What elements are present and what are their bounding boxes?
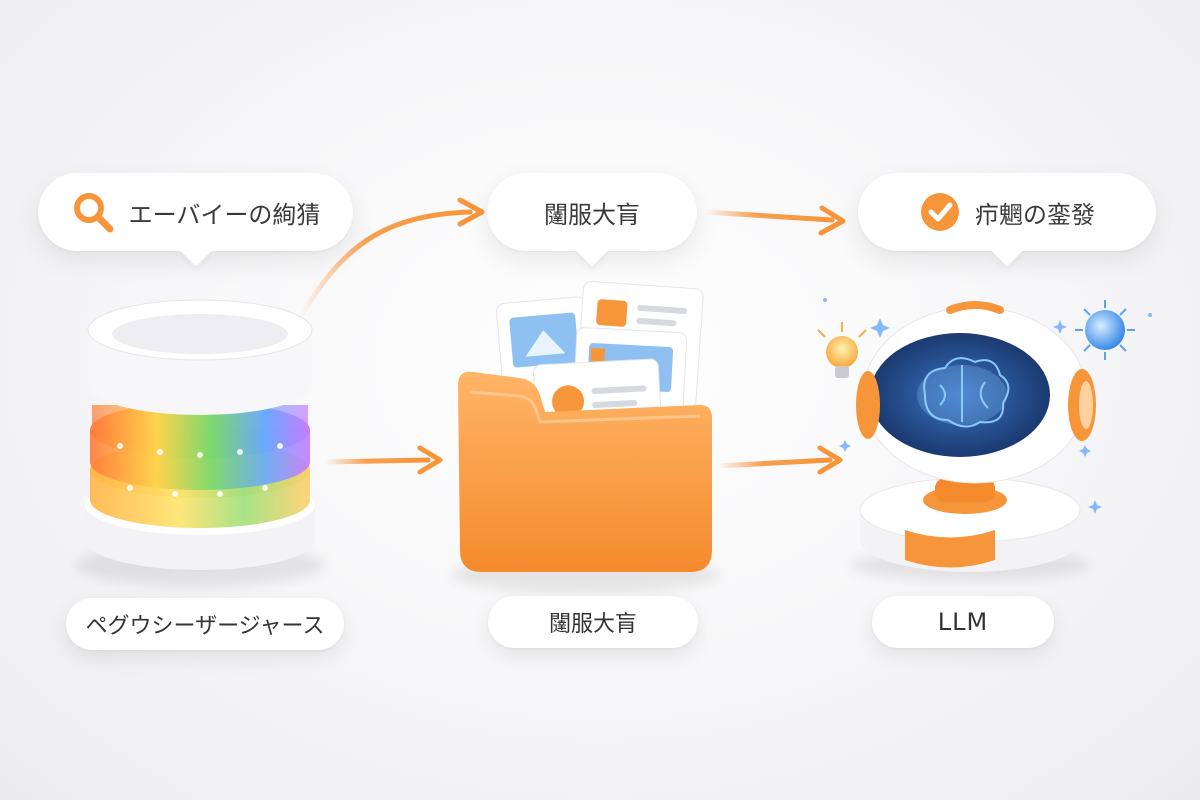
arrowhead-1 <box>457 197 485 227</box>
step2-bubble: 闥服大肓 <box>487 173 697 251</box>
arrowhead-3 <box>417 445 443 475</box>
glowing-orb-icon <box>1075 300 1135 360</box>
step1-bubble: エーバイーの絢猜 <box>38 173 353 251</box>
arrow-db-to-folder <box>322 457 431 465</box>
arrow-db-to-top <box>297 209 473 321</box>
search-icon <box>71 190 115 234</box>
lightbulb-icon <box>817 322 867 378</box>
step2-label: 闥服大肓 <box>488 596 698 648</box>
arrowhead-4 <box>817 445 843 475</box>
arrow-folder-to-llm <box>715 457 833 469</box>
flow-arrows <box>297 197 846 475</box>
check-circle-icon <box>919 191 961 233</box>
robot-icon <box>817 298 1152 581</box>
step3-bubble-text: 疖魍の銮發 <box>975 200 1095 229</box>
document-folder-icon <box>450 280 720 593</box>
step2-bubble-text: 闥服大肓 <box>544 200 640 229</box>
step3-label: LLM <box>872 596 1054 648</box>
step1-bubble-text: エーバイーの絢猜 <box>128 200 321 229</box>
step1-label: ペグウシーザージャース <box>66 598 344 650</box>
step3-bubble: 疖魍の銮發 <box>858 173 1156 251</box>
arrowhead-2 <box>818 205 846 236</box>
arrow-top-middle <box>702 209 835 223</box>
database-icon <box>75 299 325 587</box>
